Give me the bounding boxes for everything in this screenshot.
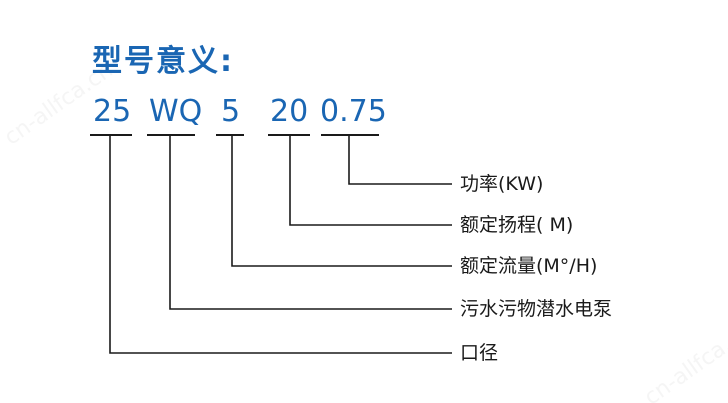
underline-type [147,134,195,136]
code-diameter: 25 [93,94,132,129]
underline-diameter [90,134,132,136]
label-power: 功率(KW) [460,173,544,195]
connector-diameter [109,136,452,354]
label-flow: 额定流量(M°/H) [460,255,598,277]
page-title: 型号意义: [92,44,234,79]
code-power: 0.75 [320,94,387,129]
underline-power [321,134,379,136]
connector-head [289,136,452,226]
connector-power [348,136,452,185]
connector-flow [231,136,452,267]
label-type: 污水污物潜水电泵 [460,298,613,320]
underline-head [268,134,310,136]
code-flow: 5 [221,94,241,129]
label-diameter: 口径 [460,342,499,364]
connector-type [169,136,452,310]
code-type: WQ [149,94,203,129]
underline-flow [216,134,244,136]
label-head: 额定扬程( M) [460,214,574,236]
code-head: 20 [270,94,309,129]
